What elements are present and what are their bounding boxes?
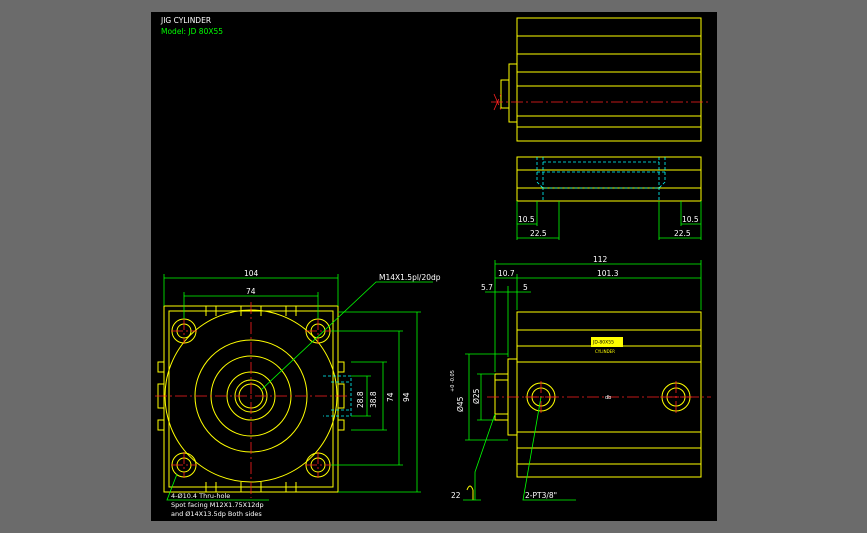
dim-side-wrench: 22 — [451, 491, 461, 500]
dim-side-boss-tol: +0 -0.05 — [450, 370, 456, 392]
dim-front-height-outer: 94 — [402, 392, 411, 402]
side-view-dimensions: 112 10.7 101.3 5.7 5 Ø25 Ø45 +0 -0.05 22… — [450, 255, 702, 501]
dim-side-front: 10.7 — [498, 269, 515, 278]
drawing-canvas[interactable]: JIG CYLINDER Model: JD 80X55 10.5 22.5 — [151, 12, 717, 521]
side-view: JD-80X55 CYLINDER db — [487, 311, 711, 478]
hole-note-2: Spot facing M12X1.75X12dp — [171, 501, 264, 509]
dim-side-rod-a: 5.7 — [481, 283, 493, 292]
dim-top-left-large: 22.5 — [530, 229, 547, 238]
cad-drawing: JIG CYLINDER Model: JD 80X55 10.5 22.5 — [155, 16, 711, 518]
nameplate-subtext: CYLINDER — [595, 349, 615, 354]
drawing-title: JIG CYLINDER — [160, 16, 211, 25]
hole-note-1: 4-Ø10.4 Thru-hole — [171, 492, 230, 500]
dim-front-port-a: 28.8 — [356, 391, 365, 408]
dim-front-width-outer: 104 — [244, 269, 259, 278]
port-note: 2-PT3/8" — [525, 491, 557, 500]
nameplate-text: JD-80X55 — [592, 340, 614, 346]
top-view-dimensions: 10.5 22.5 10.5 22.5 — [516, 201, 702, 240]
dim-top-right-large: 22.5 — [674, 229, 691, 238]
dim-top-right-small: 10.5 — [682, 215, 699, 224]
dim-top-left-small: 10.5 — [518, 215, 535, 224]
model-label: Model: JD 80X55 — [161, 27, 223, 36]
dim-front-height-inner: 74 — [386, 392, 395, 402]
dim-side-body: 101.3 — [597, 269, 619, 278]
hole-note-3: and Ø14X13.5dp Both sides — [171, 510, 262, 518]
dim-front-port-b: 38.8 — [369, 391, 378, 408]
center-mark: db — [605, 395, 611, 401]
front-view-dimensions: 104 74 94 74 38.8 28.8 M14X1.5pl/20dp 4-… — [163, 269, 441, 518]
dim-side-rod-dia: Ø25 — [472, 388, 481, 404]
front-view — [155, 302, 352, 498]
dim-side-rod-b: 5 — [523, 283, 528, 292]
dim-side-boss-dia: Ø45 — [456, 396, 465, 412]
nameplate — [591, 337, 623, 347]
dim-side-total: 112 — [593, 255, 608, 264]
thread-note: M14X1.5pl/20dp — [379, 273, 441, 282]
dim-front-width-inner: 74 — [246, 287, 256, 296]
top-view — [491, 17, 711, 202]
